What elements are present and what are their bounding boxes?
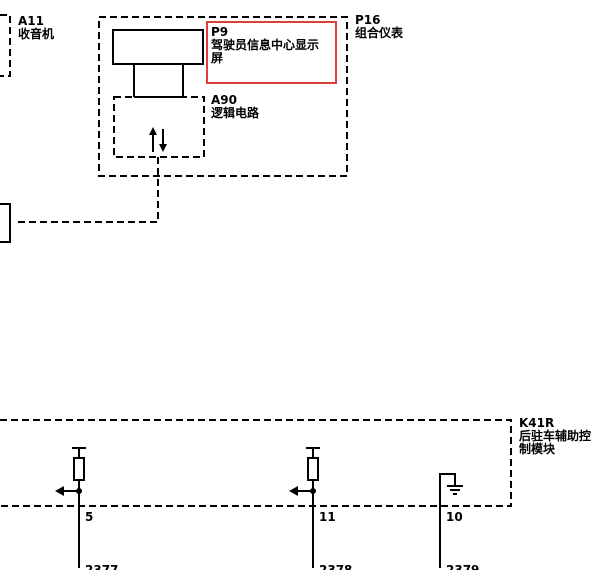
p9-name-line1: 驾驶员信息中心显示	[210, 37, 319, 52]
k41r-name-line1: 后驻车辅助控	[519, 428, 591, 443]
serial-data-line[interactable]	[14, 157, 159, 223]
p9-highlight-box[interactable]	[206, 21, 337, 84]
p9-code: P9	[211, 25, 228, 39]
pin-5-resistor-symbol	[55, 447, 86, 568]
ground-icon	[439, 473, 463, 568]
a11-name: 收音机	[18, 26, 54, 41]
a11-radio-box[interactable]	[0, 14, 11, 77]
left-component-box[interactable]	[0, 203, 11, 243]
wire-2377-label: 2377	[85, 563, 118, 570]
wire-2379-label: 2379	[446, 563, 479, 570]
p9-name-line2: 屏	[210, 51, 223, 65]
a90-name: 逻辑电路	[211, 105, 260, 120]
k41r-module-box[interactable]	[0, 419, 512, 507]
a11-code: A11	[18, 14, 44, 28]
pin-11-number: 11	[319, 510, 336, 524]
p16-code: P16	[355, 13, 381, 27]
pin-5-number: 5	[85, 510, 93, 524]
wire-2378-label: 2378	[319, 563, 352, 570]
a90-code: A90	[211, 93, 237, 107]
k41r-code: K41R	[519, 416, 554, 430]
k41r-name-line2: 制模块	[519, 441, 556, 456]
p16-name: 组合仪表	[355, 25, 404, 40]
p9-display-symbol[interactable]	[112, 29, 204, 98]
pin-10-number: 10	[446, 510, 463, 524]
bidirectional-arrows-icon	[149, 127, 167, 152]
p16-cluster-box[interactable]	[98, 16, 348, 177]
pin-11-resistor-symbol	[289, 447, 320, 568]
a90-logic-box[interactable]	[113, 96, 205, 158]
